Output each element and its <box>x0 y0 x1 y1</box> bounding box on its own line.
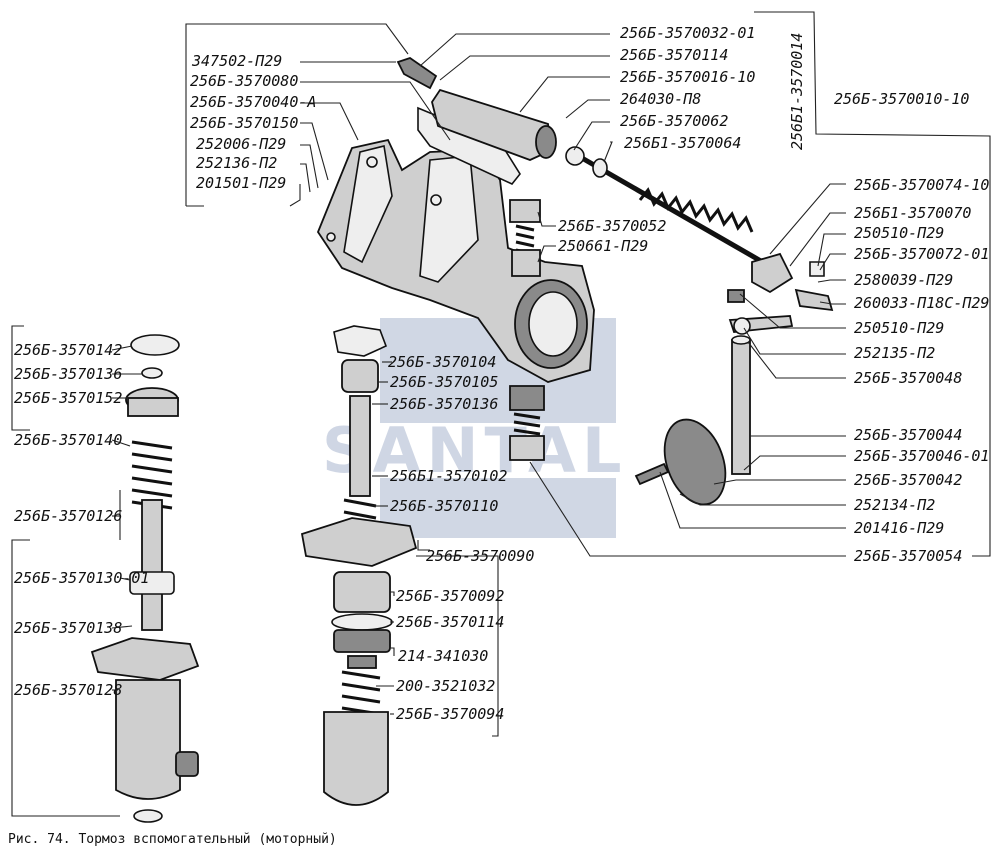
label-256b-3570040-a: 256Б-3570040-А <box>190 93 316 111</box>
label-256b-3570042: 256Б-3570042 <box>854 471 962 489</box>
label-256b-3570150: 256Б-3570150 <box>190 114 298 132</box>
label-256b-3570136-center: 256Б-3570136 <box>390 395 498 413</box>
label-256b-3570104: 256Б-3570104 <box>388 353 496 371</box>
label-256b-3570142: 256Б-3570142 <box>14 341 122 359</box>
label-256b-3570054: 256Б-3570054 <box>854 547 962 565</box>
label-256b-3570090: 256Б-3570090 <box>426 547 534 565</box>
label-252135-p2: 252135-П2 <box>854 344 935 362</box>
label-256b-3570052: 256Б-3570052 <box>558 217 666 235</box>
label-201501-p29: 201501-П29 <box>196 174 286 192</box>
label-256b-3570016-10: 256Б-3570016-10 <box>620 68 755 86</box>
label-2580039-p29: 2580039-П29 <box>854 271 953 289</box>
label-256b-3570080: 256Б-3570080 <box>190 72 298 90</box>
label-256b1-3570014: 256Б1-3570014 <box>788 33 806 150</box>
label-256b-3570140: 256Б-3570140 <box>14 431 122 449</box>
label-200-3521032: 200-3521032 <box>396 677 495 695</box>
lever-and-shaft <box>634 261 834 506</box>
label-256b-3570072-01: 256Б-3570072-01 <box>854 245 989 263</box>
part-labels: 347502-П29 256Б-3570080 256Б-3570040-А 2… <box>14 24 989 723</box>
label-260033-p18s-p29: 260033-П18С-П29 <box>854 294 989 312</box>
label-256b-3570044: 256Б-3570044 <box>854 426 962 444</box>
label-256b-3570136-left: 256Б-3570136 <box>14 365 122 383</box>
label-256b-3570032-01: 256Б-3570032-01 <box>620 24 755 42</box>
leader-lines <box>11 11 991 817</box>
label-256b-3570092: 256Б-3570092 <box>396 587 504 605</box>
label-256b-3570138: 256Б-3570138 <box>14 619 122 637</box>
label-252134-p2: 252134-П2 <box>854 496 935 514</box>
label-256b-3570010-10: 256Б-3570010-10 <box>834 90 969 108</box>
label-256b-3570128: 256Б-3570128 <box>14 681 122 699</box>
label-250510-p29-bottom: 250510-П29 <box>854 319 944 337</box>
rod-spring-assembly <box>565 146 794 294</box>
watermark-text: SANTAL <box>322 414 628 487</box>
label-250661-p29: 250661-П29 <box>558 237 648 255</box>
label-214-341030: 214-341030 <box>398 647 488 665</box>
label-256b-3570094: 256Б-3570094 <box>396 705 504 723</box>
label-256b1-3570102: 256Б1-3570102 <box>390 467 507 485</box>
screw-plug-pair <box>509 199 545 461</box>
label-256b1-3570070: 256Б1-3570070 <box>854 204 971 222</box>
label-256b-3570048: 256Б-3570048 <box>854 369 962 387</box>
label-252006-p29: 252006-П29 <box>196 135 286 153</box>
label-256b-3570130-01: 256Б-3570130-01 <box>14 569 149 587</box>
center-valve-assembly <box>300 325 418 806</box>
label-256b-3570152: 256Б-3570152 <box>14 389 122 407</box>
label-250510-p29-top: 250510-П29 <box>854 224 944 242</box>
figure-caption: Рис. 74. Тормоз вспомогательный (моторны… <box>8 832 337 847</box>
exhaust-brake-housing <box>316 138 595 383</box>
label-264030-p8: 264030-П8 <box>620 90 701 108</box>
label-256b-3570074-10: 256Б-3570074-10 <box>854 176 989 194</box>
label-256b-3570126: 256Б-3570126 <box>14 507 122 525</box>
label-256b1-3570064: 256Б1-3570064 <box>624 134 741 152</box>
label-256b-3570046-01: 256Б-3570046-01 <box>854 447 989 465</box>
label-347502-p29: 347502-П29 <box>191 52 282 70</box>
pneumatic-cylinder-upper <box>396 57 557 185</box>
left-cylinder-assembly <box>90 334 200 823</box>
label-256b-3570110: 256Б-3570110 <box>390 497 498 515</box>
label-201416-p29: 201416-П29 <box>854 519 944 537</box>
label-256b-3570114-center: 256Б-3570114 <box>396 613 504 631</box>
label-252136-p2: 252136-П2 <box>196 154 277 172</box>
label-256b-3570114-top: 256Б-3570114 <box>620 46 728 64</box>
label-256b-3570105: 256Б-3570105 <box>390 373 498 391</box>
label-256b-3570062: 256Б-3570062 <box>620 112 728 130</box>
